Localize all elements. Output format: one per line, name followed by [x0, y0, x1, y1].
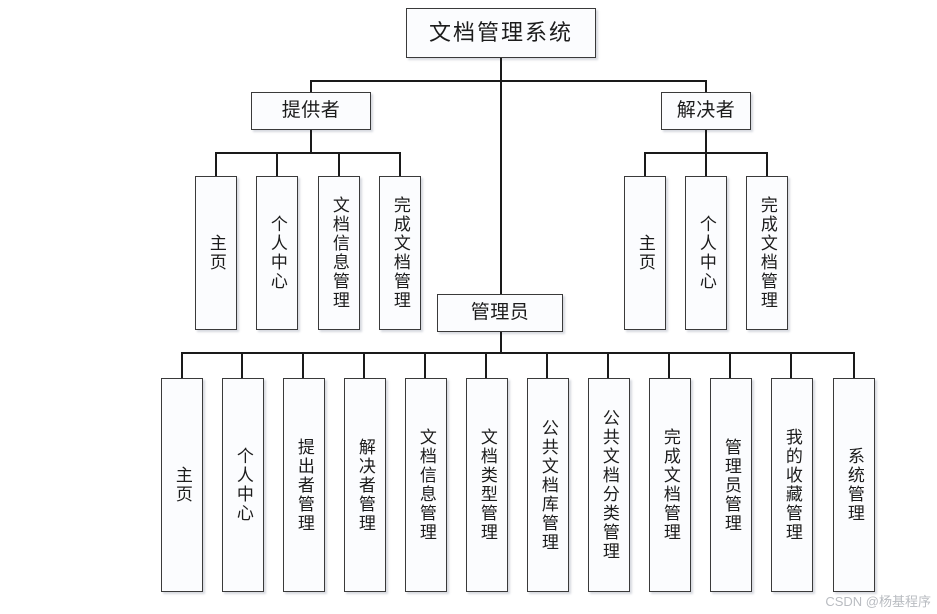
connector-provider-bus [216, 152, 401, 154]
connector-solver-child-drop [705, 152, 707, 176]
node-root-label: 文档管理系统 [428, 20, 573, 46]
watermark: CSDN @杨基程序 [825, 594, 931, 609]
node-solver-label: 解决者 [676, 99, 736, 121]
node-admin-child-4[interactable]: 文档信息管理 [405, 378, 447, 592]
node-label: 文档类型管理 [477, 428, 497, 542]
node-solver[interactable]: 解决者 [661, 92, 751, 130]
connector-admin-bus [182, 352, 855, 354]
connector-admin-child-drop [607, 352, 609, 378]
node-label: 主页 [172, 466, 192, 504]
connector-drop-provider [310, 80, 312, 92]
connector-admin-child-drop [363, 352, 365, 378]
connector-admin-stem [500, 332, 502, 352]
connector-admin-child-drop [853, 352, 855, 378]
connector-drop-admin [500, 80, 502, 294]
node-label: 公共文档分类管理 [599, 409, 619, 561]
node-provider-child-2[interactable]: 文档信息管理 [318, 176, 360, 330]
node-admin-child-5[interactable]: 文档类型管理 [466, 378, 508, 592]
connector-drop-solver [705, 80, 707, 92]
node-admin-child-3[interactable]: 解决者管理 [344, 378, 386, 592]
node-label: 完成文档管理 [390, 196, 410, 310]
node-label: 管理员管理 [721, 437, 741, 533]
node-admin-child-7[interactable]: 公共文档分类管理 [588, 378, 630, 592]
connector-admin-child-drop [241, 352, 243, 378]
node-label: 完成文档管理 [660, 428, 680, 542]
node-label: 我的收藏管理 [782, 428, 802, 542]
node-label: 个人中心 [696, 215, 716, 291]
connector-admin-child-drop [302, 352, 304, 378]
connector-level2-bus [311, 80, 707, 82]
connector-admin-child-drop [485, 352, 487, 378]
node-label: 提出者管理 [294, 437, 314, 533]
node-admin-child-8[interactable]: 完成文档管理 [649, 378, 691, 592]
node-label: 完成文档管理 [757, 196, 777, 310]
connector-admin-child-drop [546, 352, 548, 378]
node-solver-child-1[interactable]: 个人中心 [685, 176, 727, 330]
node-label: 系统管理 [844, 447, 864, 523]
connector-provider-child-drop [215, 152, 217, 176]
node-label: 文档信息管理 [329, 196, 349, 310]
connector-root-stem [500, 58, 502, 80]
node-admin-child-2[interactable]: 提出者管理 [283, 378, 325, 592]
node-label: 主页 [635, 234, 655, 272]
connector-solver-child-drop [766, 152, 768, 176]
node-admin-child-11[interactable]: 系统管理 [833, 378, 875, 592]
node-provider-child-3[interactable]: 完成文档管理 [379, 176, 421, 330]
node-admin-child-1[interactable]: 个人中心 [222, 378, 264, 592]
node-admin-child-9[interactable]: 管理员管理 [710, 378, 752, 592]
node-admin[interactable]: 管理员 [437, 294, 563, 332]
node-root[interactable]: 文档管理系统 [406, 8, 596, 58]
connector-provider-child-drop [399, 152, 401, 176]
connector-solver-child-drop [644, 152, 646, 176]
connector-provider-stem [310, 130, 312, 152]
node-label: 解决者管理 [355, 437, 375, 533]
node-label: 文档信息管理 [416, 428, 436, 542]
connector-provider-child-drop [276, 152, 278, 176]
connector-admin-child-drop [181, 352, 183, 378]
node-solver-child-2[interactable]: 完成文档管理 [746, 176, 788, 330]
connector-solver-stem [705, 130, 707, 152]
node-admin-child-0[interactable]: 主页 [161, 378, 203, 592]
node-provider-child-1[interactable]: 个人中心 [256, 176, 298, 330]
connector-admin-child-drop [729, 352, 731, 378]
node-label: 主页 [206, 234, 226, 272]
connector-admin-child-drop [424, 352, 426, 378]
connector-provider-child-drop [338, 152, 340, 176]
node-provider[interactable]: 提供者 [251, 92, 371, 130]
node-label: 公共文档库管理 [538, 418, 558, 552]
node-label: 个人中心 [267, 215, 287, 291]
node-solver-child-0[interactable]: 主页 [624, 176, 666, 330]
node-provider-label: 提供者 [281, 99, 341, 121]
node-admin-child-10[interactable]: 我的收藏管理 [771, 378, 813, 592]
node-provider-child-0[interactable]: 主页 [195, 176, 237, 330]
node-admin-child-6[interactable]: 公共文档库管理 [527, 378, 569, 592]
node-admin-label: 管理员 [470, 301, 530, 323]
connector-admin-child-drop [668, 352, 670, 378]
node-label: 个人中心 [233, 447, 253, 523]
connector-admin-child-drop [790, 352, 792, 378]
